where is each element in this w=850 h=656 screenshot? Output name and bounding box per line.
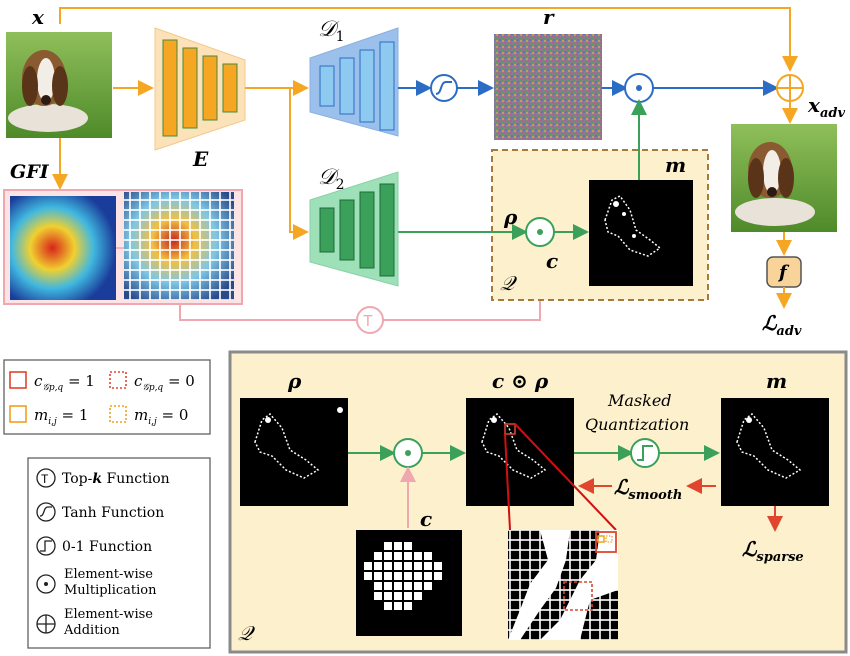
svg-text:Element-wise: Element-wise <box>64 567 153 582</box>
label-Q-top: 𝒬 <box>500 271 518 295</box>
svg-text:c𝒢p,q = 1: c𝒢p,q = 1 <box>34 372 95 393</box>
arrow-encoder-to-d2 <box>268 87 309 240</box>
top-k-node: T <box>356 306 384 334</box>
svg-text:T: T <box>41 472 49 486</box>
multiply-node-bottom <box>393 438 423 468</box>
svg-text:Top-k Function: Top-k Function <box>62 471 170 487</box>
adversarial-dog-image <box>731 124 837 232</box>
arrow-gfi-to-topk <box>179 304 356 321</box>
label-encoder-E: E <box>192 147 209 171</box>
label-m-top: m <box>665 153 686 177</box>
zoomed-patch-image <box>508 530 618 640</box>
mask-m-bottom-image <box>721 398 829 506</box>
zoom-line-right <box>514 423 617 531</box>
c-mask-image <box>356 530 462 636</box>
label-L-adv: ℒadv <box>762 311 802 339</box>
svg-text:Tanh Function: Tanh Function <box>62 505 164 521</box>
input-dog-image <box>6 32 112 138</box>
label-decoder-D1: 𝒟1 <box>318 17 344 45</box>
step-icon <box>36 536 56 556</box>
label-x: x <box>31 5 45 29</box>
tanh-icon <box>36 502 56 522</box>
svg-text:T: T <box>363 313 373 330</box>
label-r: r <box>543 5 555 29</box>
step-node <box>630 438 660 468</box>
c-dot-rho-image <box>466 398 574 506</box>
perturbation-r-image <box>494 34 602 140</box>
label-x-adv: xadv <box>807 93 845 121</box>
zoom-line-left <box>504 433 511 531</box>
svg-text:mi,j = 1: mi,j = 1 <box>34 406 88 427</box>
encoder-block <box>154 27 246 151</box>
label-masked-line1: Masked <box>607 391 672 410</box>
tanh-node <box>430 74 458 102</box>
label-decoder-D2: 𝒟2 <box>318 165 344 193</box>
label-GFI: GFI <box>10 161 50 183</box>
svg-text:c𝒢p,q = 0: c𝒢p,q = 0 <box>134 372 195 393</box>
label-c-bottom: c <box>420 507 432 531</box>
label-c-dot-rho: c ⊙ ρ <box>492 369 549 393</box>
label-Q-bottom: 𝒬 <box>238 621 256 645</box>
label-masked-line2: Quantization <box>585 415 689 434</box>
legend-functions: T Top-k Function Tanh Function 0-1 Funct… <box>27 457 211 649</box>
label-L-sparse: ℒsparse <box>742 537 804 565</box>
svg-text:mi,j = 0: mi,j = 0 <box>134 406 188 427</box>
decoder-d2-block <box>309 171 399 287</box>
label-L-smooth: ℒsmooth <box>614 475 682 503</box>
label-rho-bottom: ρ <box>287 369 302 393</box>
dot-icon <box>36 574 56 594</box>
svg-text:Multiplication: Multiplication <box>64 583 157 598</box>
legend-boxes: c𝒢p,q = 1 c𝒢p,q = 0 mi,j = 1 mi,j = 0 <box>3 359 211 435</box>
svg-text:Element-wise: Element-wise <box>64 607 153 622</box>
addition-node <box>776 74 804 102</box>
mask-m-top-image <box>589 180 693 286</box>
gfi-heatmap-panel <box>3 189 243 305</box>
svg-text:Addition: Addition <box>63 623 120 638</box>
rho-bottom-image <box>240 398 348 506</box>
label-c-top: c <box>546 249 558 273</box>
svg-text:0-1 Function: 0-1 Function <box>62 539 152 555</box>
decoder-d1-block <box>309 27 399 137</box>
label-rho-top: ρ <box>503 205 518 229</box>
top-k-icon: T <box>36 468 56 488</box>
plus-icon <box>36 614 56 634</box>
label-m-bottom: m <box>766 369 787 393</box>
multiply-node-top <box>624 73 654 103</box>
skip-connection-arrow <box>59 7 798 72</box>
multiply-node-mid <box>525 217 555 247</box>
